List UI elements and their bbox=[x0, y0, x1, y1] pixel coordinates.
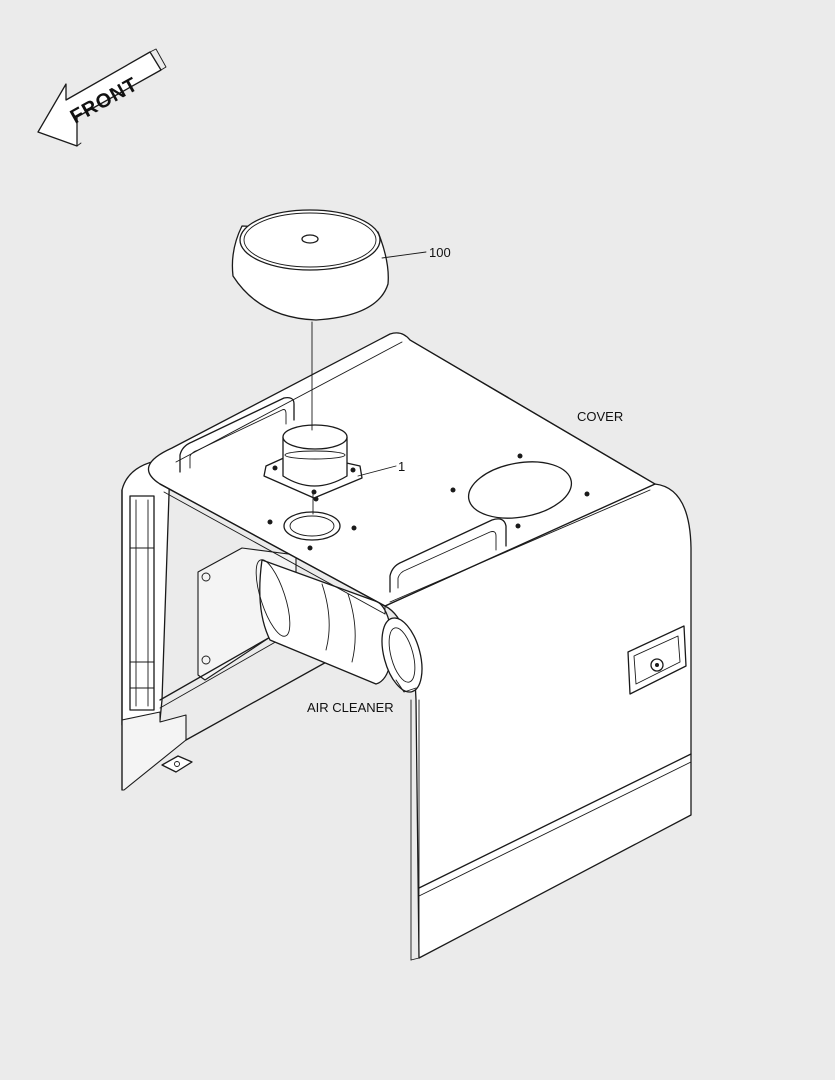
cover-left-panel bbox=[121, 459, 187, 791]
air-cleaner-label: AIR CLEANER bbox=[307, 700, 394, 715]
rain-cap-part-100 bbox=[231, 209, 389, 321]
air-cleaner-body bbox=[255, 559, 423, 693]
cover-label: COVER bbox=[577, 409, 623, 424]
cover-right-panel bbox=[384, 483, 692, 961]
front-direction-arrow-icon: FRONT bbox=[37, 48, 167, 147]
cover-top-panel bbox=[147, 332, 687, 695]
adapter-part-1 bbox=[263, 424, 363, 499]
leader-lines bbox=[311, 251, 427, 515]
callout-1: 1 bbox=[398, 459, 405, 474]
callout-100: 100 bbox=[429, 245, 451, 260]
latch-icon bbox=[627, 625, 687, 695]
